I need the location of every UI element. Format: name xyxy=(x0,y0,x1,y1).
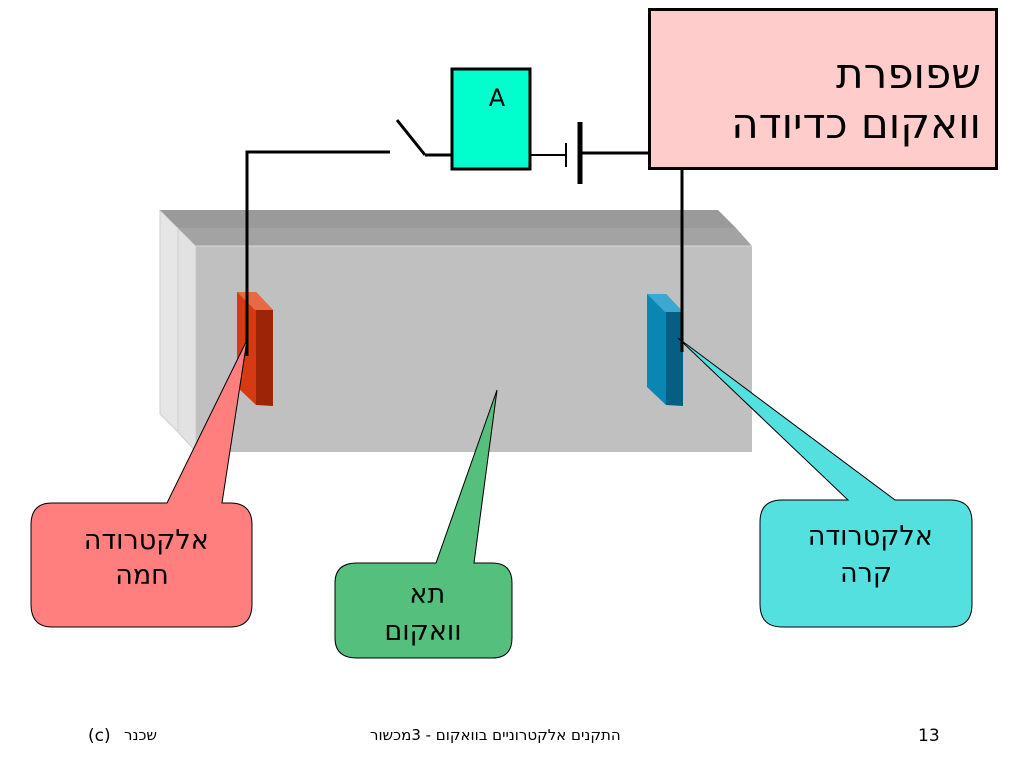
tube-back-top-face xyxy=(160,210,736,228)
callout-hot-electrode-line2: חמה xyxy=(115,560,169,591)
wire-left xyxy=(245,150,390,356)
title-line1: שפופרת xyxy=(836,49,981,98)
callout-cold-electrode-bubble xyxy=(677,337,973,628)
title-box: שפופרת וואקום כדיודה xyxy=(648,8,998,170)
hot-electrode-side xyxy=(256,292,273,406)
callout-cold-electrode: אלקטרודה קרה xyxy=(677,337,973,628)
switch-blade xyxy=(395,119,427,156)
footer-page-number: 13 xyxy=(918,726,940,746)
callout-vacuum-cell: תא וואקום xyxy=(334,389,513,659)
cold-electrode xyxy=(647,294,683,406)
ammeter-box xyxy=(450,67,532,171)
ammeter: A xyxy=(450,67,532,171)
footer-copyright: (c) xyxy=(88,726,111,746)
callout-hot-electrode-text: אלקטרודה חמה xyxy=(75,525,209,591)
callout-cold-electrode-text: אלקטרודה קרה xyxy=(799,521,933,589)
callout-hot-electrode-line1: אלקטרודה xyxy=(84,525,209,556)
callout-cold-electrode-line2: קרה xyxy=(840,558,892,589)
cold-electrode-side xyxy=(666,294,683,406)
callout-vacuum-cell-bubble xyxy=(334,389,513,659)
tube-front-top-face xyxy=(178,228,752,246)
footer-author: שכנר xyxy=(124,726,158,744)
tube-back-left-face xyxy=(159,208,179,434)
callout-cold-electrode-line1: אלקטרודה xyxy=(808,521,933,552)
ammeter-label: A xyxy=(489,84,506,112)
callout-vacuum-cell-line2: וואקום xyxy=(384,616,461,647)
callout-vacuum-cell-text: תא וואקום xyxy=(384,579,461,647)
title-line2: וואקום כדיודה xyxy=(731,99,981,148)
battery xyxy=(565,122,583,184)
cold-electrode-front xyxy=(647,294,666,405)
tube-front-left-face xyxy=(177,226,197,454)
callout-hot-electrode: אלקטרודה חמה xyxy=(30,339,253,628)
footer-course-title: התקנים אלקטרוניים בוואקום - 3מכשור xyxy=(370,726,621,744)
callout-vacuum-cell-line1: תא xyxy=(409,579,445,610)
callout-hot-electrode-bubble xyxy=(30,339,253,628)
cold-electrode-top xyxy=(647,294,683,312)
